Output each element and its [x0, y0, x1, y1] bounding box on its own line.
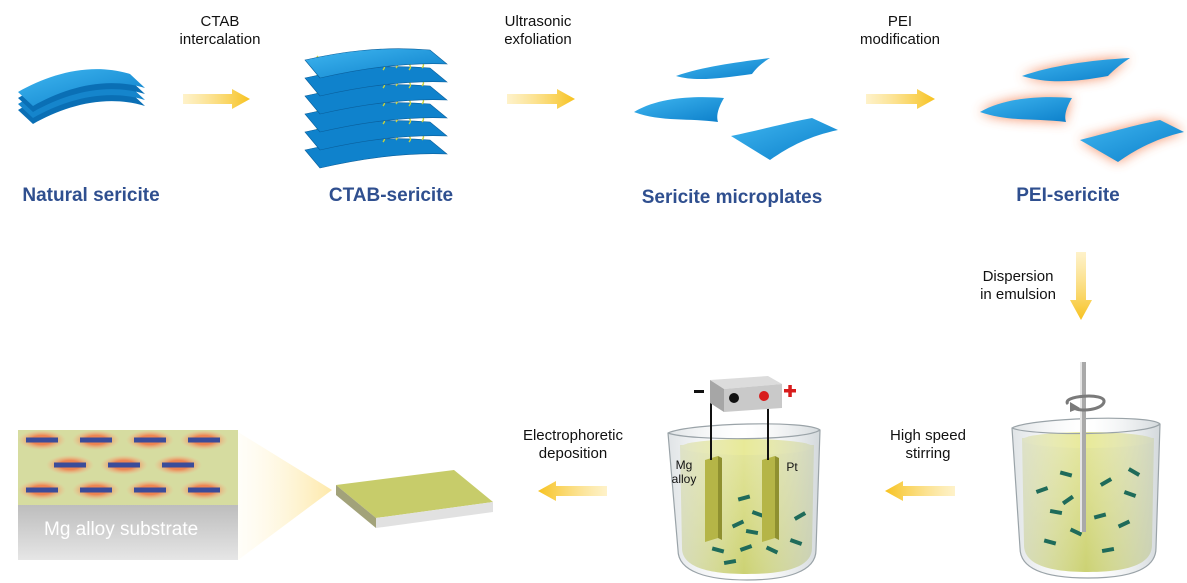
electrode-label-mg-alloy: Mg alloy [671, 458, 697, 486]
stirring-beaker-icon [1011, 362, 1161, 579]
step-label-line: PEI [887, 13, 913, 30]
negative-terminal-icon [694, 390, 704, 393]
step-label-electrophoretic-deposition: Electrophoretic deposition [508, 427, 638, 463]
positive-terminal-icon [784, 385, 796, 397]
zoom-cone [238, 432, 332, 560]
arrow-down [1070, 252, 1092, 320]
natural-sericite-stack-icon [18, 69, 145, 124]
substrate-label: Mg alloy substrate [44, 519, 199, 540]
arrow-right-1 [183, 89, 250, 109]
stage-title-ctab-sericite: CTAB-sericite [328, 185, 454, 206]
step-label-line: Dispersion [982, 268, 1054, 285]
arrow-left-1 [885, 481, 955, 501]
pt-electrode [762, 456, 775, 542]
coating-cross-section [18, 430, 238, 560]
electrode-label-pt: Pt [786, 460, 798, 474]
step-label-ctab-intercalation: CTAB intercalation [160, 13, 280, 49]
stage-title-natural-sericite: Natural sericite [22, 185, 160, 206]
step-label-line: stirring [905, 445, 951, 462]
coated-plate-icon [336, 470, 493, 528]
step-label-stirring: High speed stirring [868, 427, 988, 463]
step-label-line: exfoliation [504, 31, 572, 48]
stage-title-sericite-microplates: Sericite microplates [641, 187, 823, 208]
stage-title-pei-sericite: PEI-sericite [1016, 185, 1120, 206]
battery-icon [710, 376, 782, 412]
step-label-line: Electrophoretic [522, 427, 624, 444]
arrow-right-2 [507, 89, 575, 109]
step-label-ultrasonic-exfoliation: Ultrasonic exfoliation [478, 13, 598, 49]
step-label-line: deposition [538, 445, 608, 462]
step-label-line: Ultrasonic [504, 13, 572, 30]
step-label-line: High speed [890, 427, 966, 444]
step-label-line: in emulsion [980, 286, 1056, 303]
ctab-sericite-stack-icon [304, 48, 448, 169]
mg-alloy-electrode [705, 456, 718, 542]
step-label-line: modification [859, 31, 941, 48]
arrow-left-2 [538, 481, 607, 501]
arrow-right-3 [866, 89, 935, 109]
electrophoresis-beaker-icon [667, 376, 821, 581]
step-label-line: intercalation [179, 31, 261, 48]
step-label-dispersion: Dispersion in emulsion [958, 268, 1078, 304]
pei-sericite-icon [980, 58, 1184, 162]
step-label-pei-modification: PEI modification [840, 13, 960, 49]
sericite-microplates-icon [634, 58, 838, 160]
step-label-line: CTAB [200, 13, 240, 30]
